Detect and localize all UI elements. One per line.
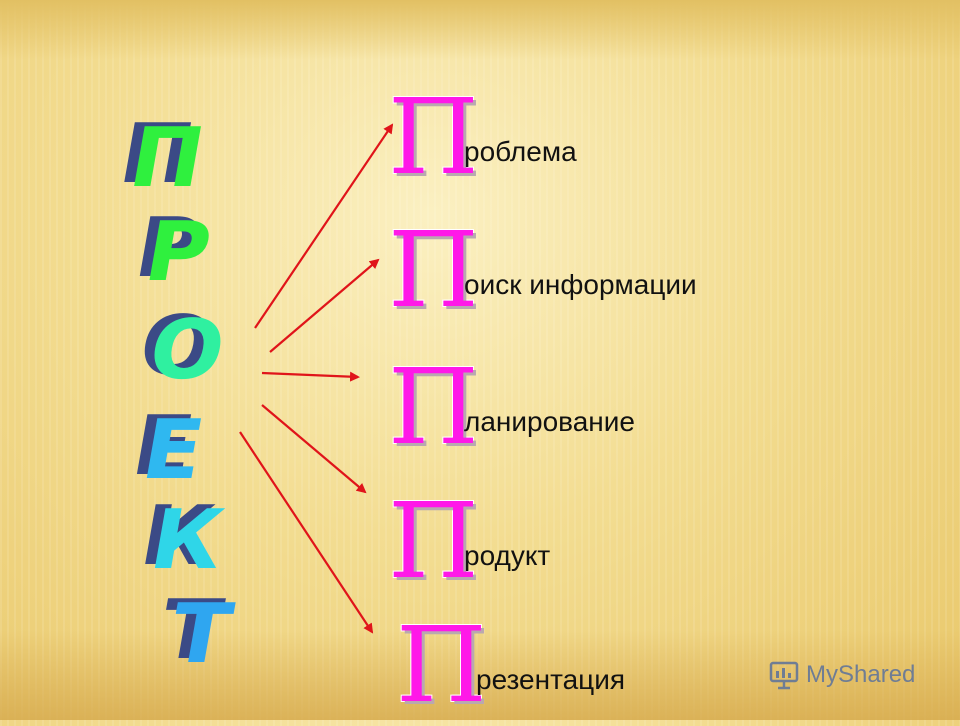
item-text: оиск информации <box>464 269 697 300</box>
arrow-2 <box>269 258 380 353</box>
item-initial: П <box>388 346 479 468</box>
item-initial: П <box>396 604 487 726</box>
watermark: MyShared <box>768 658 915 692</box>
presentation-board-icon <box>769 661 799 690</box>
arrow-1 <box>254 123 394 329</box>
item-initial: П <box>388 76 479 198</box>
background-bottom-shade <box>0 630 960 720</box>
arrow-3 <box>261 371 360 382</box>
item-initial: П <box>388 209 479 331</box>
item-text: резентация <box>476 664 626 695</box>
item-text: роблема <box>464 136 577 167</box>
watermark-text: MyShared <box>806 661 916 688</box>
item-initial: П <box>388 480 479 602</box>
item-text: ланирование <box>464 406 635 437</box>
item-text: родукт <box>464 540 551 571</box>
arrow-5 <box>239 431 374 634</box>
background-top-shade <box>0 0 960 60</box>
arrow-4 <box>261 404 367 494</box>
